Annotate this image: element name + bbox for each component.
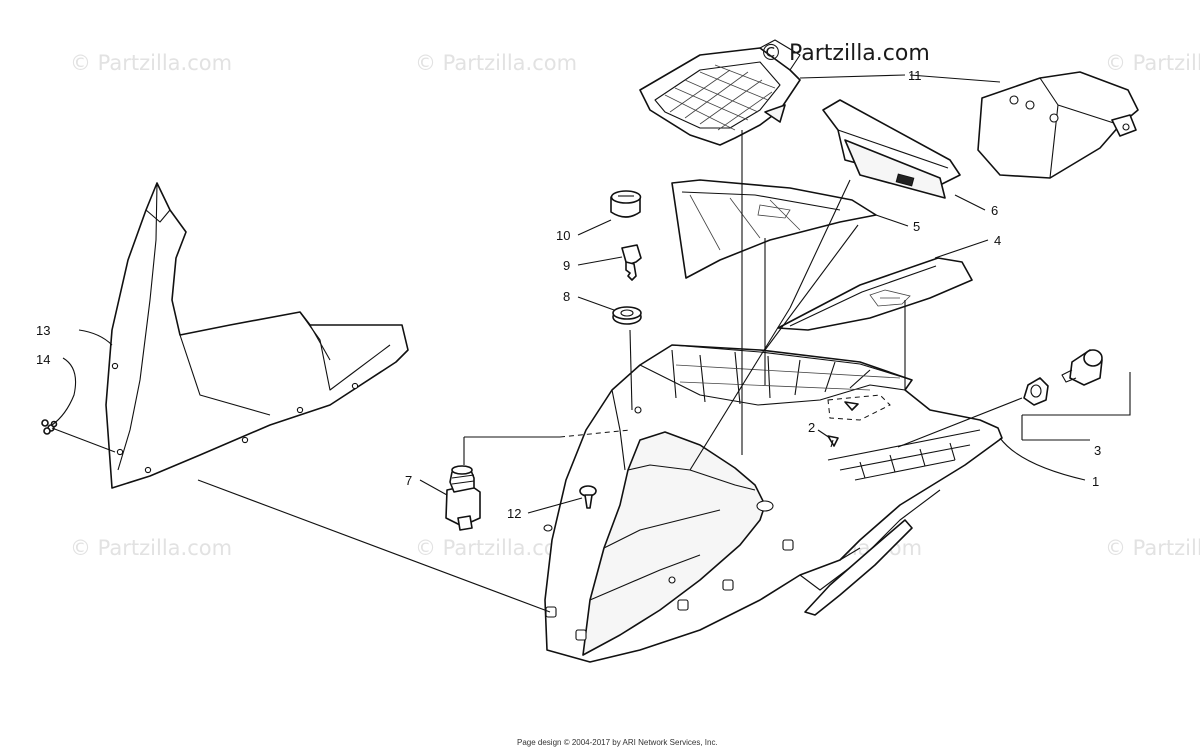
callout-13: 13 [36, 323, 50, 338]
part-11-storage-cover [639, 39, 801, 146]
part-13-windshield [105, 182, 409, 489]
part-5-decal [671, 179, 877, 279]
watermark-top-center: © Partzilla.com [415, 51, 577, 75]
callout-5: 5 [913, 219, 920, 234]
part-4-decal [777, 257, 973, 331]
callout-3: 3 [1094, 443, 1101, 458]
callout-14: 14 [36, 352, 50, 367]
callout-11: 11 [908, 68, 922, 83]
mount-dashed-outline [827, 394, 891, 421]
part-10-cap [610, 190, 642, 218]
callout-12: 12 [507, 506, 521, 521]
watermark-top-left: © Partzilla.com [70, 51, 232, 75]
callout-2: 2 [808, 420, 815, 435]
part-2-screw [827, 435, 839, 448]
part-1-hood [543, 344, 1003, 663]
part-12-screw [579, 485, 597, 509]
callout-9: 9 [563, 258, 570, 273]
part-3-power-outlet [1023, 349, 1103, 406]
small-screw-on-hood [844, 401, 859, 411]
part-9-key [621, 244, 642, 281]
leader-lines [51, 74, 1131, 613]
watermark-top-right: © Partzilla.com [1105, 51, 1200, 75]
part-7-ignition-switch [445, 465, 481, 531]
callout-10: 10 [556, 228, 570, 243]
callout-6: 6 [991, 203, 998, 218]
callout-7: 7 [405, 473, 412, 488]
callout-8: 8 [563, 289, 570, 304]
watermark-main: © Partzilla.com [760, 41, 930, 66]
callout-labels: 1 2 3 4 5 6 7 8 9 10 11 12 13 14 [36, 68, 1101, 521]
part-8-grommet [612, 306, 642, 325]
watermark-bottom-left: © Partzilla.com [70, 536, 232, 560]
callout-4: 4 [994, 233, 1001, 248]
footer-copyright: Page design © 2004-2017 by ARI Network S… [517, 738, 718, 747]
part-11-storage-box [977, 71, 1139, 179]
callout-1: 1 [1092, 474, 1099, 489]
watermark-bottom-right: © Partzilla.com [1105, 536, 1200, 560]
part-14-fasteners [41, 419, 58, 435]
part-6-module [822, 99, 961, 199]
